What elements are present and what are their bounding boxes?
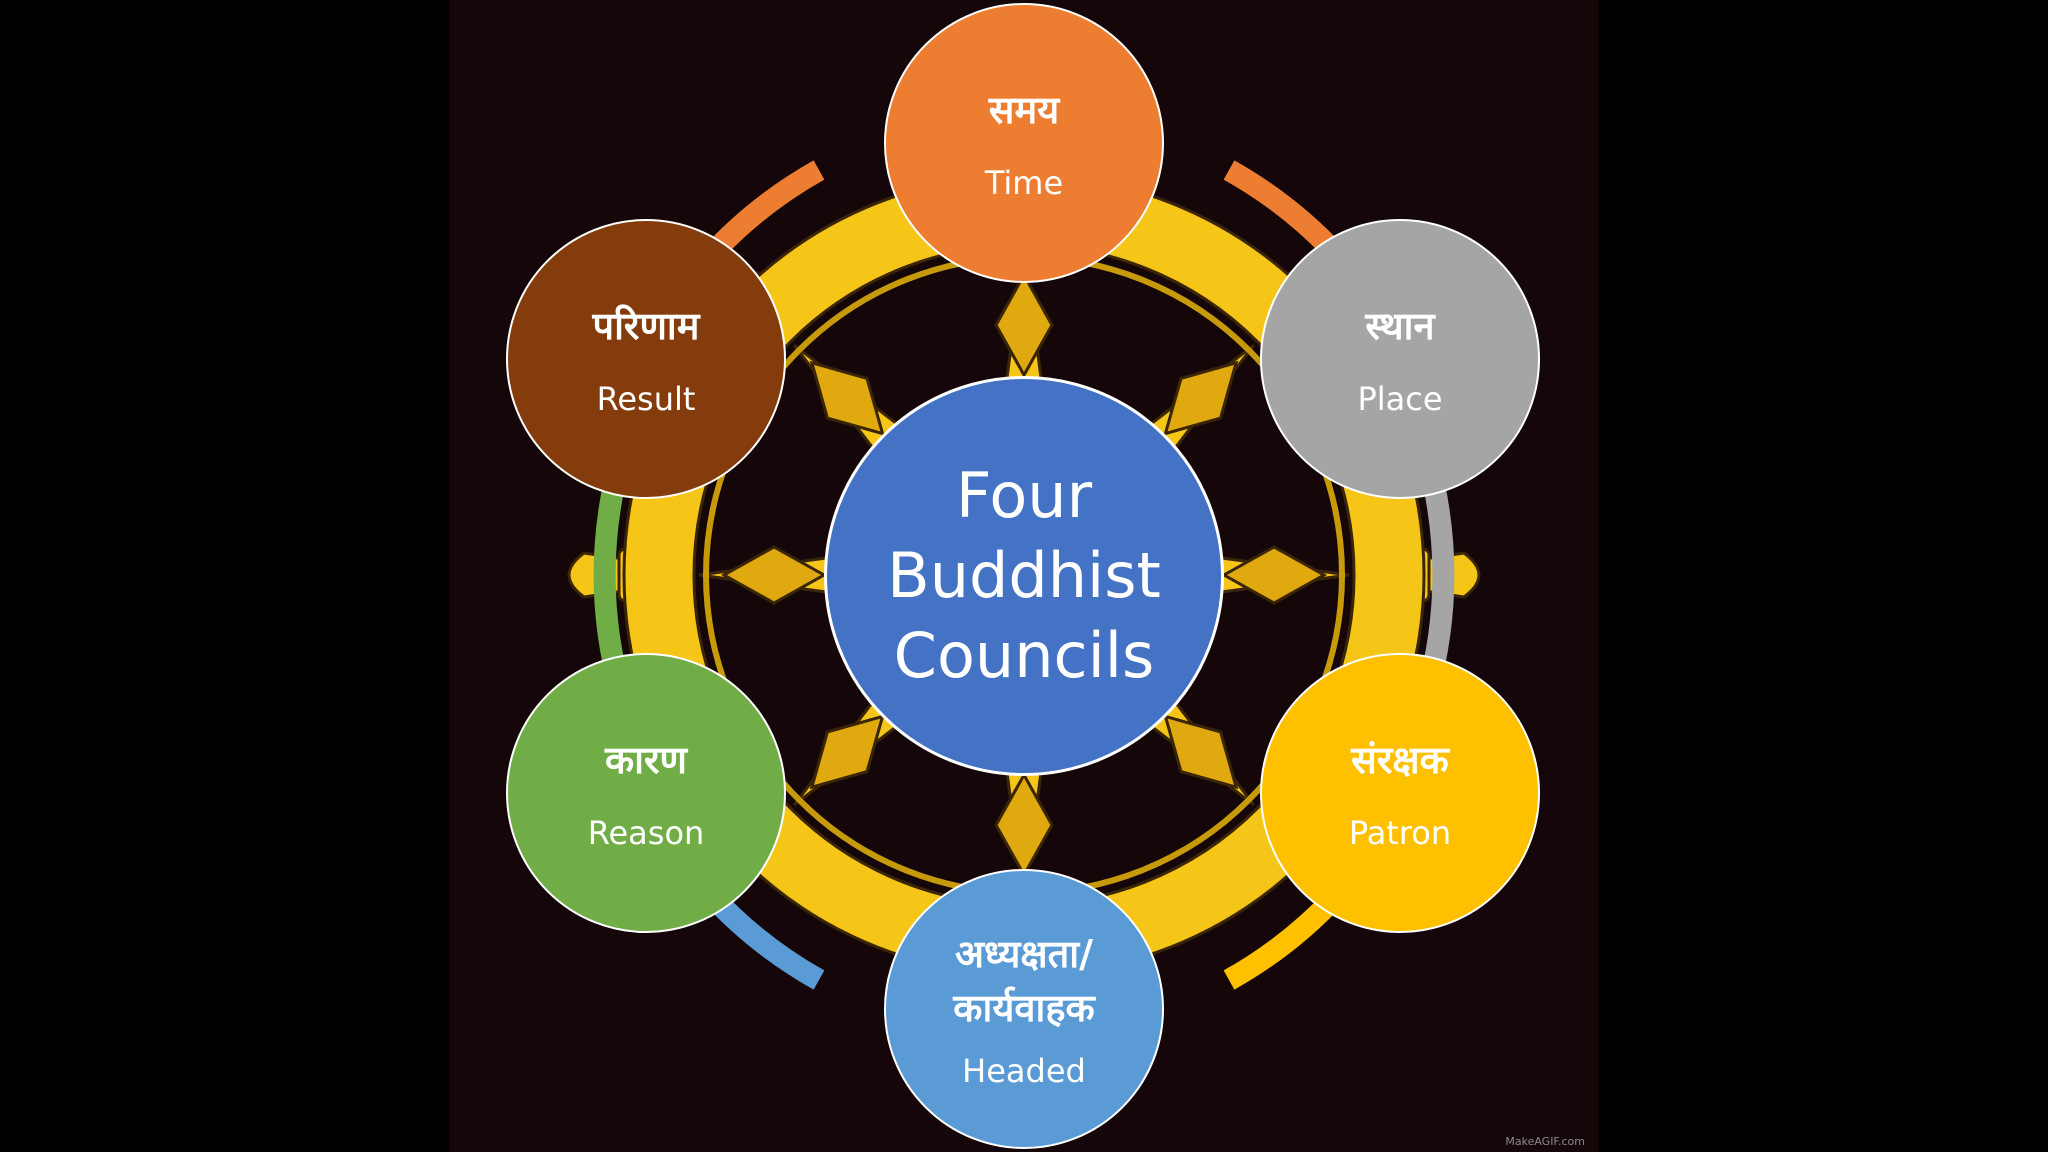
node-place-hindi: स्थान bbox=[1365, 304, 1435, 348]
center-title: Four Buddhist Councils bbox=[887, 459, 1161, 692]
node-headed-hindi: अध्यक्षता/ कार्यवाहक bbox=[953, 932, 1095, 1030]
diagram-panel: Four Buddhist Councils समय Time स्थान Pl… bbox=[449, 0, 1599, 1152]
node-patron: संरक्षक Patron bbox=[1260, 653, 1540, 933]
node-patron-english: Patron bbox=[1348, 814, 1452, 852]
node-headed-english: Headed bbox=[962, 1052, 1086, 1090]
node-patron-hindi: संरक्षक bbox=[1351, 738, 1449, 782]
node-headed: अध्यक्षता/ कार्यवाहक Headed bbox=[884, 869, 1164, 1149]
node-result-english: Result bbox=[596, 380, 696, 418]
node-result-hindi: परिणाम bbox=[592, 304, 700, 348]
node-place: स्थान Place bbox=[1260, 219, 1540, 499]
node-time: समय Time bbox=[884, 3, 1164, 283]
node-time-hindi: समय bbox=[988, 88, 1060, 132]
node-reason-english: Reason bbox=[587, 814, 705, 852]
node-time-english: Time bbox=[984, 164, 1064, 202]
center-title-node: Four Buddhist Councils bbox=[824, 376, 1224, 776]
node-reason: कारण Reason bbox=[506, 653, 786, 933]
node-place-english: Place bbox=[1357, 380, 1443, 418]
node-result: परिणाम Result bbox=[506, 219, 786, 499]
watermark-text: MakeAGIF.com bbox=[1505, 1135, 1585, 1148]
node-reason-hindi: कारण bbox=[604, 738, 688, 782]
